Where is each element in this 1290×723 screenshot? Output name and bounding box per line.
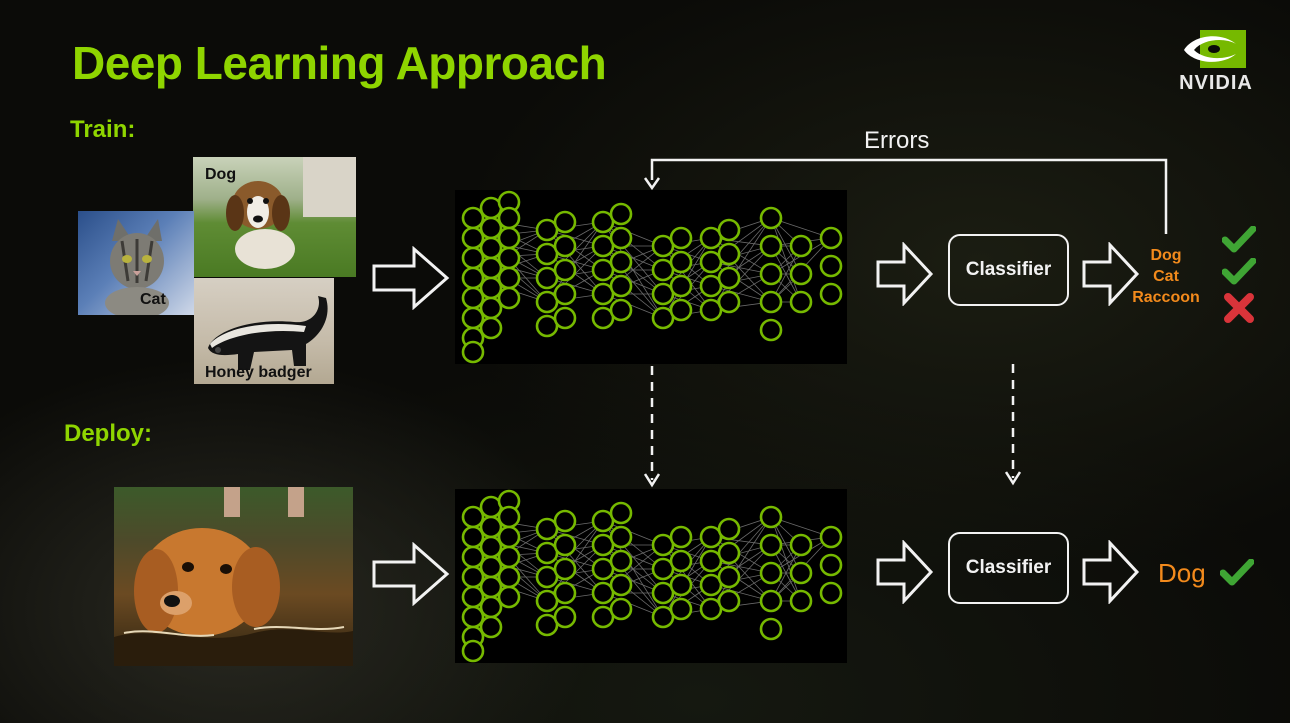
output-label-raccoon: Raccoon [1132,289,1200,306]
image-label-dog: Dog [205,166,237,183]
honey-badger-photo: Honey badger [194,278,334,384]
neural-network-icon [461,489,843,663]
weights-transfer-arrow-icon [644,366,660,488]
cat-photo: Cat [78,211,194,315]
deploy-label: Deploy: [64,420,153,447]
classifier-transfer-arrow-icon [1005,364,1021,486]
dog-photo: Dog [193,157,356,277]
input-arrow-icon [372,246,450,310]
check-icon [1222,258,1256,285]
slide-title: Deep Learning Approach [72,37,607,89]
check-icon [1222,226,1256,253]
nvidia-logo: NVIDIA [1170,24,1262,94]
errors-feedback-arrow-icon [643,158,1168,234]
image-label-honey-badger: Honey badger [205,364,312,381]
train-classifier-box: Classifier [948,234,1069,306]
train-label: Train: [70,116,136,143]
train-output-list: Dog Cat Raccoon [1126,245,1206,308]
network-to-classifier-arrow-icon [876,242,934,306]
train-neural-network-panel [455,190,847,364]
image-label-cat: Cat [140,291,166,308]
cat-illustration-icon [105,219,169,315]
output-label-dog: Dog [1150,247,1182,264]
deploy-classifier-to-output-arrow-icon [1082,540,1140,604]
dog-illustration-icon [226,157,356,269]
deploy-input-arrow-icon [372,542,450,606]
brand-name: NVIDIA [1179,72,1253,94]
nvidia-logo-icon [1184,30,1246,68]
errors-label: Errors [864,127,930,154]
deploy-classifier-box: Classifier [948,532,1069,604]
deploy-neural-network-panel [455,489,847,663]
swimming-dog-illustration-icon [114,487,353,666]
cross-icon [1224,293,1254,323]
deploy-network-to-classifier-arrow-icon [876,540,934,604]
deploy-output-label: Dog [1158,558,1206,588]
neural-network-icon [461,190,843,364]
check-icon [1220,559,1254,586]
deploy-dog-photo [114,487,353,666]
honey-badger-illustration-icon [208,296,328,370]
output-label-cat: Cat [1153,268,1179,285]
classifier-to-output-arrow-icon [1082,242,1140,306]
